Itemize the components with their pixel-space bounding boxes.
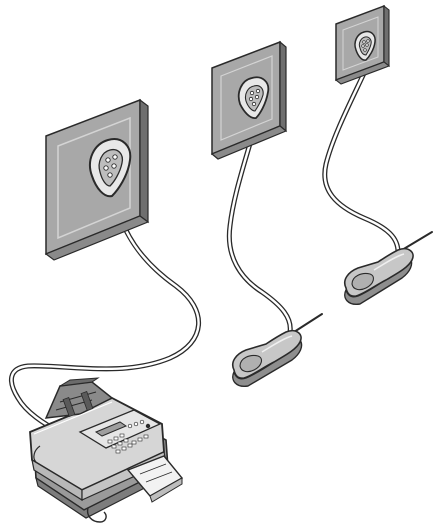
telephone-handset-icon [345, 232, 432, 304]
telephone-handset-two [345, 232, 432, 304]
wall-socket-large [46, 100, 148, 260]
fax-machine-icon [30, 378, 182, 522]
wall-socket-small [336, 6, 389, 84]
fax-machine [30, 378, 182, 522]
wall-socket-medium [212, 42, 286, 159]
telephone-handset-one [233, 314, 322, 386]
handset-two-cord [325, 60, 398, 252]
telephone-handset-icon [233, 314, 322, 386]
